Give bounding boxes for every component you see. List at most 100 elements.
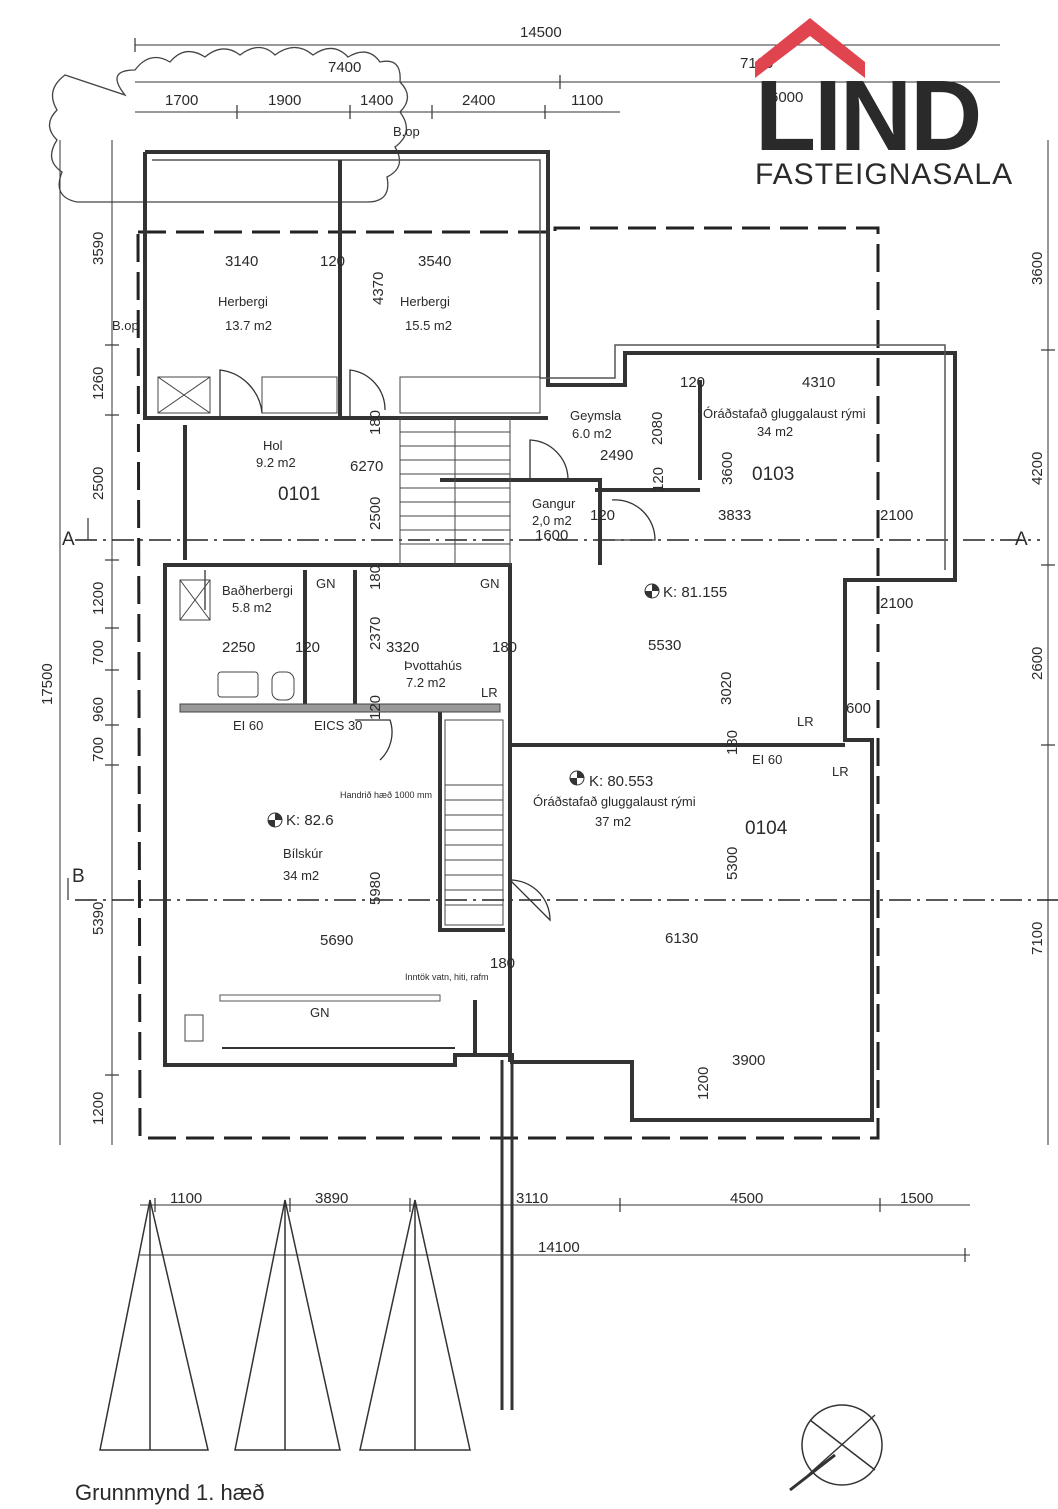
- room-oradstafad-1-area: 34 m2: [757, 424, 793, 439]
- wardrobes: [157, 376, 541, 414]
- svg-text:120: 120: [367, 695, 384, 720]
- dim-top-right-sub: 6000: [770, 89, 803, 106]
- svg-text:3140: 3140: [225, 253, 258, 270]
- label-bop-left: B.op: [112, 318, 139, 333]
- right-dimension-lines: [1041, 140, 1055, 1145]
- section-mark-a-left: A: [62, 529, 75, 550]
- tree-symbols: [99, 1199, 471, 1451]
- svg-text:6270: 6270: [350, 458, 383, 475]
- dim-bottom-seg-4: 4500: [730, 1190, 763, 1207]
- svg-text:120: 120: [680, 374, 705, 391]
- svg-text:180: 180: [367, 410, 384, 435]
- dim-top-seg-1: 1700: [165, 92, 198, 109]
- label-gn-2: GN: [480, 576, 500, 591]
- room-herbergi-1-name: Herbergi: [218, 294, 268, 309]
- svg-text:180: 180: [724, 730, 741, 755]
- svg-text:3833: 3833: [718, 507, 751, 524]
- room-bilskur-level: K: 82.6: [286, 812, 334, 829]
- svg-text:5530: 5530: [648, 637, 681, 654]
- svg-text:180: 180: [367, 565, 384, 590]
- dim-bottom-overall: 14100: [538, 1239, 580, 1256]
- label-lr-1: LR: [481, 685, 498, 700]
- svg-text:5300: 5300: [724, 847, 741, 880]
- svg-text:4310: 4310: [802, 374, 835, 391]
- dim-top-overall: 14500: [520, 24, 562, 41]
- dim-left-seg-8: 5390: [90, 902, 107, 935]
- svg-text:120: 120: [590, 507, 615, 524]
- svg-text:120: 120: [320, 253, 345, 270]
- room-bilskur-name: Bílskúr: [283, 846, 323, 861]
- dim-right-seg-1: 3600: [1029, 252, 1046, 285]
- dim-left-seg-9: 1200: [90, 1092, 107, 1125]
- roof-outline-dashed: [136, 226, 880, 1140]
- svg-text:120: 120: [295, 639, 320, 656]
- room-oradstafad-2-area: 37 m2: [595, 814, 631, 829]
- dim-right-seg-2: 4200: [1029, 452, 1046, 485]
- svg-text:2370: 2370: [367, 617, 384, 650]
- interior-dimensions: 3140 120 3540 4370 120 4310 2080 2490 36…: [222, 253, 913, 1100]
- dim-bottom-seg-1: 1100: [170, 1190, 202, 1207]
- svg-text:2490: 2490: [600, 447, 633, 464]
- top-dimension-lines: [134, 38, 1000, 119]
- room-gangur-area: 2,0 m2: [532, 513, 572, 528]
- dim-right-seg-3: 2600: [1029, 647, 1046, 680]
- level-marker-icon: [267, 812, 283, 828]
- svg-text:6130: 6130: [665, 930, 698, 947]
- label-inntok: Inntök vatn, hiti, rafm: [405, 972, 489, 982]
- fire-wall-hatch: [179, 703, 501, 713]
- dim-top-seg-2: 1900: [268, 92, 301, 109]
- room-badherbergi-name: Baðherbergi: [222, 583, 293, 598]
- dim-top-seg-4: 2400: [462, 92, 495, 109]
- north-arrow: [789, 1404, 883, 1492]
- svg-text:5690: 5690: [320, 932, 353, 949]
- label-gn-3: GN: [310, 1005, 330, 1020]
- main-staircase: [399, 417, 511, 566]
- section-mark-a-right: A: [1015, 529, 1028, 550]
- svg-text:180: 180: [492, 639, 517, 656]
- garage-bench: [219, 994, 441, 1002]
- dim-left-seg-4: 1200: [90, 582, 107, 615]
- label-handrail: Handrið hæð 1000 mm: [340, 790, 432, 800]
- room-hol-area: 9.2 m2: [256, 455, 296, 470]
- svg-text:1600: 1600: [535, 527, 568, 544]
- room-gangur-name: Gangur: [532, 496, 576, 511]
- dim-top-seg-3: 1400: [360, 92, 393, 109]
- dim-bottom-seg-3: 3110: [516, 1190, 548, 1207]
- logo-lind-text: LIND: [755, 60, 980, 172]
- logo-subtitle: FASTEIGNASALA: [755, 158, 1013, 191]
- dim-top-left-group: 7400: [328, 59, 361, 76]
- level-marker-icon: [569, 770, 585, 786]
- svg-text:4370: 4370: [370, 272, 387, 305]
- label-ei60-a: EI 60: [233, 718, 263, 733]
- room-herbergi-1-area: 13.7 m2: [225, 318, 272, 333]
- label-lr-2: LR: [797, 714, 814, 729]
- dim-left-seg-7: 700: [90, 737, 107, 762]
- dim-bottom-seg-2: 3890: [315, 1190, 348, 1207]
- dim-left-seg-5: 700: [90, 640, 107, 665]
- svg-text:2250: 2250: [222, 639, 255, 656]
- svg-text:3600: 3600: [719, 452, 736, 485]
- section-mark-b-left: B: [72, 866, 85, 887]
- svg-text:600: 600: [846, 700, 871, 717]
- drawing-title: Grunnmynd 1. hæð: [75, 1480, 265, 1505]
- room-oradstafad-2-name: Óráðstafað gluggalaust rými: [533, 794, 696, 809]
- lind-logo: LIND FASTEIGNASALA: [755, 18, 1013, 191]
- bathroom-fixtures: [179, 579, 295, 1042]
- garage-staircase: [444, 719, 504, 926]
- dim-bottom-seg-5: 1500: [900, 1190, 933, 1207]
- room-oradstafad-2-code: 0104: [745, 818, 788, 839]
- label-eics30: EICS 30: [314, 718, 362, 733]
- svg-text:180: 180: [490, 955, 515, 972]
- label-ei60-b: EI 60: [752, 752, 782, 767]
- room-hol-code: 0101: [278, 484, 320, 505]
- room-thvottahus-name: Þvottahús: [404, 658, 462, 673]
- room-oradstafad-1-name: Óráðstafað gluggalaust rými: [703, 406, 866, 421]
- svg-text:120: 120: [650, 467, 667, 492]
- dim-top-seg-5: 1100: [571, 92, 603, 109]
- svg-text:3540: 3540: [418, 253, 451, 270]
- door-swings: [204, 369, 656, 922]
- dim-left-seg-2: 1260: [90, 367, 107, 400]
- svg-text:5980: 5980: [367, 872, 384, 905]
- level-marker-icon: [644, 583, 660, 599]
